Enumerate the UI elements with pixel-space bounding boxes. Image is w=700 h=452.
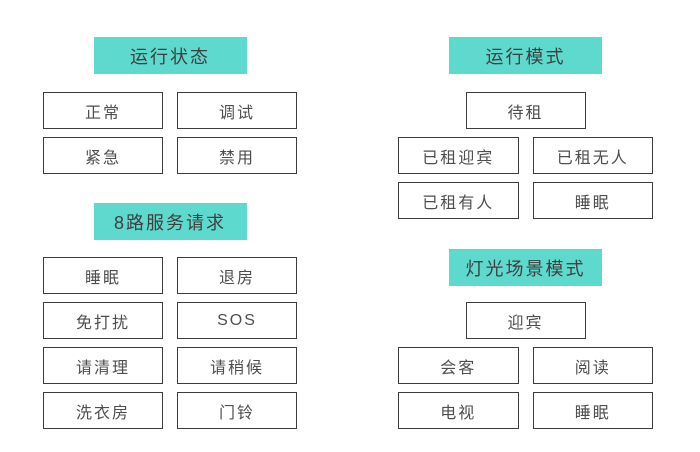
section-service-request: 8路服务请求 睡眠 退房 免打扰 SOS 请清理 请稍候 洗衣房 门铃 [43, 203, 297, 429]
section-title-run-mode: 运行模式 [449, 37, 602, 74]
right-column: 运行模式 待租 已租迎宾 已租无人 已租有人 睡眠 灯光场景模式 迎宾 会客 阅… [398, 37, 653, 429]
btn-please-wait[interactable]: 请稍候 [177, 347, 297, 384]
btn-rented-unoccupied[interactable]: 已租无人 [532, 137, 653, 174]
btn-checkout[interactable]: 退房 [177, 257, 297, 294]
btn-please-clean[interactable]: 请清理 [43, 347, 163, 384]
btn-sleep-service[interactable]: 睡眠 [43, 257, 163, 294]
btn-laundry[interactable]: 洗衣房 [43, 392, 163, 429]
section-run-status: 运行状态 正常 调试 紧急 禁用 [43, 37, 297, 174]
btn-meeting-scene[interactable]: 会客 [398, 347, 519, 384]
btn-disabled[interactable]: 禁用 [177, 137, 297, 174]
btn-sleep-mode[interactable]: 睡眠 [532, 182, 653, 219]
section-title-run-status: 运行状态 [93, 37, 247, 74]
btn-emergency[interactable]: 紧急 [43, 137, 163, 174]
btn-normal[interactable]: 正常 [43, 92, 163, 129]
btn-do-not-disturb[interactable]: 免打扰 [43, 302, 163, 339]
section-run-mode: 运行模式 待租 已租迎宾 已租无人 已租有人 睡眠 [398, 37, 653, 219]
btn-sos[interactable]: SOS [177, 302, 297, 339]
left-column: 运行状态 正常 调试 紧急 禁用 8路服务请求 睡眠 退房 免打扰 SOS 请清… [43, 37, 297, 429]
section-title-service-request: 8路服务请求 [93, 203, 247, 240]
btn-rented-welcome[interactable]: 已租迎宾 [398, 137, 519, 174]
run-mode-buttons: 已租迎宾 已租无人 已租有人 睡眠 [398, 137, 653, 219]
btn-vacant[interactable]: 待租 [465, 92, 586, 129]
btn-welcome-scene[interactable]: 迎宾 [465, 302, 586, 339]
btn-doorbell[interactable]: 门铃 [177, 392, 297, 429]
btn-sleep-scene[interactable]: 睡眠 [532, 392, 653, 429]
btn-rented-occupied[interactable]: 已租有人 [398, 182, 519, 219]
service-request-buttons: 睡眠 退房 免打扰 SOS 请清理 请稍候 洗衣房 门铃 [43, 257, 297, 429]
btn-reading-scene[interactable]: 阅读 [532, 347, 653, 384]
btn-tv-scene[interactable]: 电视 [398, 392, 519, 429]
section-title-light-scene: 灯光场景模式 [449, 249, 602, 286]
btn-debug[interactable]: 调试 [177, 92, 297, 129]
run-status-buttons: 正常 调试 紧急 禁用 [43, 92, 297, 174]
section-light-scene: 灯光场景模式 迎宾 会客 阅读 电视 睡眠 [398, 249, 653, 429]
light-scene-buttons: 会客 阅读 电视 睡眠 [398, 347, 653, 429]
